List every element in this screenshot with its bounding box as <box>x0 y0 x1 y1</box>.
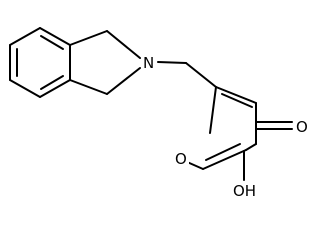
bond-benzene-3 <box>39 79 71 98</box>
pyrrolidine-ring <box>69 30 141 95</box>
bond-c5-c6-double <box>205 143 241 161</box>
methylene-linker <box>157 61 217 88</box>
bond-ch2-pyranone <box>185 62 217 88</box>
bond-benzene-4 <box>9 79 41 98</box>
bond-c4-c5 <box>245 143 257 151</box>
bond-o-c2 <box>209 86 217 134</box>
carbonyl-group <box>255 121 293 130</box>
benzene-ring <box>9 27 71 98</box>
bond-ring-c3 <box>69 79 108 95</box>
carbonyl-oxygen-label: O <box>296 118 308 136</box>
bond-c2-c3 <box>215 86 257 104</box>
nitrogen-label: N <box>143 54 154 72</box>
chemical-structure-diagram: N O O OH <box>9 27 308 200</box>
bond-c2-c3-double <box>221 93 253 108</box>
bond-benzene-inner-1 <box>40 35 64 50</box>
hydroxyl-label: OH <box>233 182 256 200</box>
bond-benzene-inner-2 <box>40 75 64 90</box>
bond-ring-c1 <box>69 30 108 46</box>
bond-ring-c1-n <box>106 30 141 59</box>
bond-benzene-1 <box>39 27 71 46</box>
ring-oxygen-label: O <box>175 150 187 168</box>
bond-n-ch2 <box>157 61 187 64</box>
bond-ring-n-c3 <box>106 67 141 95</box>
bond-c5-c6 <box>202 149 247 170</box>
bond-benzene-6 <box>9 27 41 46</box>
